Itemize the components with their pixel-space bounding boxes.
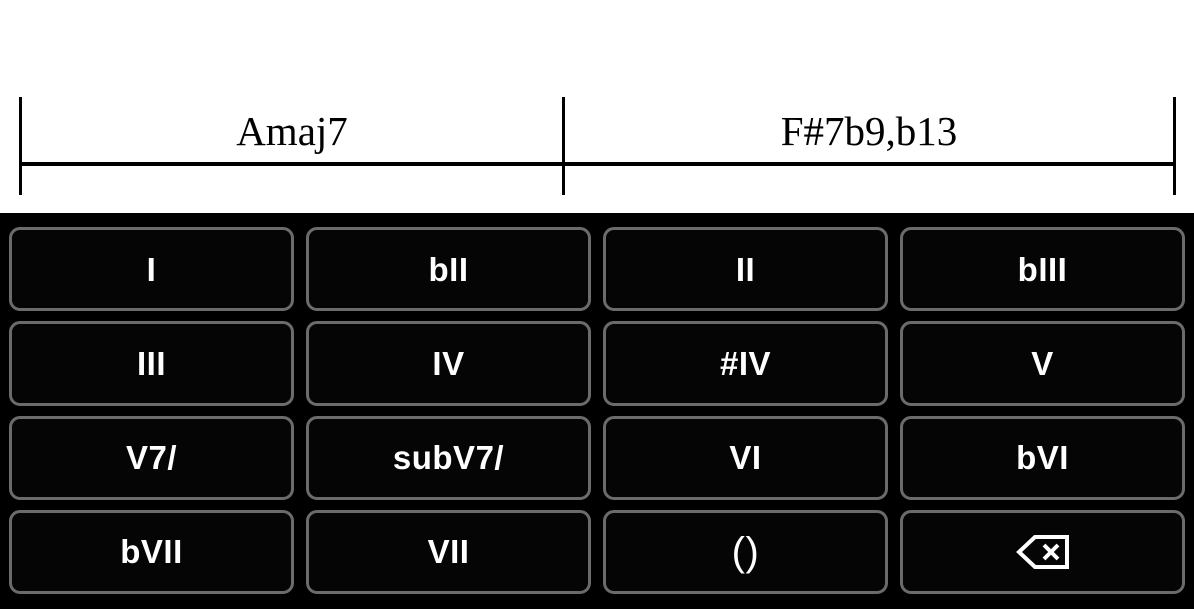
key-bvii[interactable]: bVII — [9, 509, 294, 594]
keypad-row-1: I bII II bIII — [9, 227, 1185, 312]
key-vi[interactable]: VI — [603, 415, 888, 500]
key-parentheses[interactable]: () — [603, 509, 888, 594]
key-label: IV — [432, 344, 465, 382]
key-label: III — [136, 344, 166, 382]
measure-1[interactable]: Amaj7 — [22, 102, 562, 160]
key-label: VI — [729, 439, 762, 477]
key-label: bIII — [1017, 250, 1068, 288]
key-backspace[interactable] — [900, 509, 1185, 594]
key-ii[interactable]: II — [603, 227, 888, 312]
chord-chart: Amaj7 F#7b9,b13 — [0, 0, 1194, 213]
key-v[interactable]: V — [900, 321, 1185, 406]
key-label: bVII — [120, 533, 183, 571]
key-i[interactable]: I — [9, 227, 294, 312]
key-bvi[interactable]: bVI — [900, 415, 1185, 500]
key-label: VII — [427, 533, 470, 571]
key-label: V — [1031, 344, 1054, 382]
key-label: V7/ — [125, 439, 178, 477]
key-vii[interactable]: VII — [306, 509, 591, 594]
key-label: bII — [428, 250, 469, 288]
barline-right — [1173, 97, 1176, 195]
chord-keypad: I bII II bIII III IV #IV V — [0, 213, 1194, 609]
key-label: II — [735, 250, 756, 288]
key-iii[interactable]: III — [9, 321, 294, 406]
key-label: I — [146, 250, 157, 288]
chord-symbol-2[interactable]: F#7b9,b13 — [780, 107, 958, 154]
key-label: subV7/ — [392, 439, 505, 477]
backspace-icon — [1015, 534, 1070, 570]
keypad-row-3: V7/ subV7/ VI bVI — [9, 415, 1185, 500]
key-subv7-slash[interactable]: subV7/ — [306, 415, 591, 500]
measure-2[interactable]: F#7b9,b13 — [565, 102, 1173, 160]
key-iv[interactable]: IV — [306, 321, 591, 406]
barline-left — [19, 97, 22, 195]
keypad-row-2: III IV #IV V — [9, 321, 1185, 406]
key-biii[interactable]: bIII — [900, 227, 1185, 312]
key-label: #IV — [719, 344, 772, 382]
key-sharp-iv[interactable]: #IV — [603, 321, 888, 406]
key-bii[interactable]: bII — [306, 227, 591, 312]
staff-rule — [19, 162, 1176, 166]
key-v7-slash[interactable]: V7/ — [9, 415, 294, 500]
chord-symbol-1[interactable]: Amaj7 — [236, 107, 348, 154]
barline-middle — [562, 97, 565, 195]
key-label: () — [731, 529, 760, 574]
keypad-row-4: bVII VII () — [9, 509, 1185, 594]
key-label: bVI — [1016, 439, 1069, 477]
